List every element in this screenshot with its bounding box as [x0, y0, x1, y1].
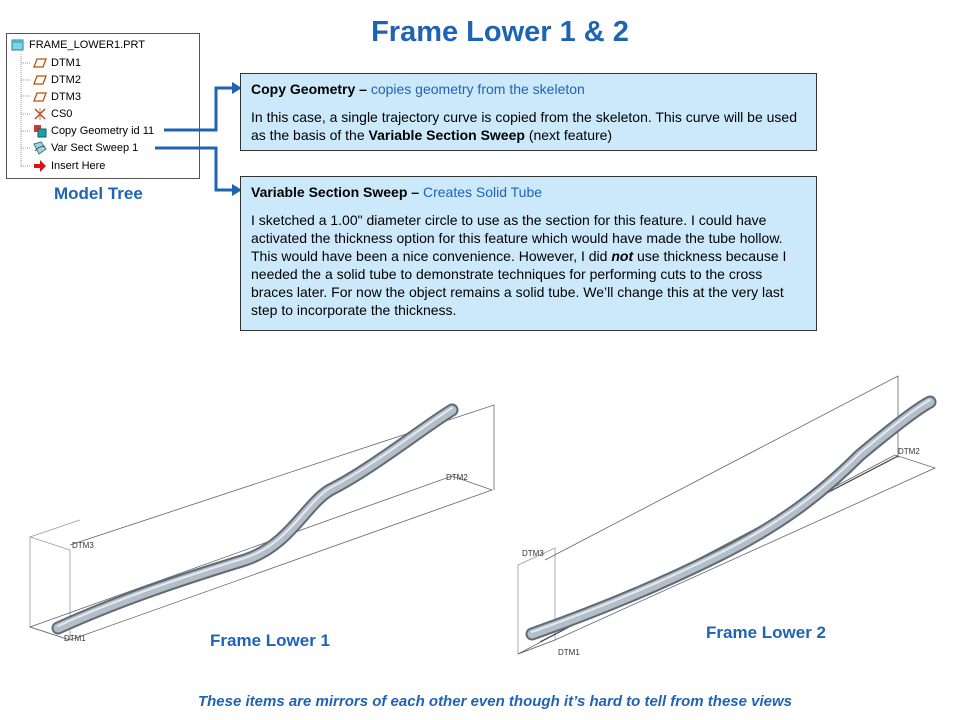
callout-heading-bold: Copy Geometry –: [251, 81, 367, 97]
coordinate-system-icon: [33, 107, 47, 121]
tree-item-label: Var Sect Sweep 1: [51, 142, 139, 154]
callout-heading-bold: Variable Section Sweep –: [251, 184, 420, 200]
callout-body-text: use thickness because I needed the a sol…: [251, 248, 787, 318]
tree-item-part[interactable]: FRAME_LOWER1.PRT: [11, 37, 145, 53]
tree-item-cs0[interactable]: CS0: [33, 106, 72, 122]
part-icon: [11, 38, 25, 52]
callout-body: In this case, a single trajectory curve …: [251, 108, 806, 144]
frame-lower-1-caption: Frame Lower 1: [210, 631, 330, 650]
frame-lower-1-view: DTM3 DTM2 DTM1: [28, 403, 495, 643]
datum-plane-icon: [33, 56, 47, 70]
datum-plane-icon: [33, 90, 47, 104]
callout-body-text: I sketched a 1.00" diameter circle to us…: [251, 212, 783, 264]
frame-lower-2-caption: Frame Lower 2: [706, 623, 826, 642]
tree-item-label: DTM1: [51, 57, 81, 69]
callout-heading-rest: Creates Solid Tube: [419, 184, 543, 200]
page-title: Frame Lower 1 & 2: [371, 16, 629, 48]
callout-body-text: In this case, a single trajectory curve …: [251, 109, 797, 143]
callout-heading: Copy Geometry – copies geometry from the…: [251, 80, 806, 98]
datum-label-dtm3: DTM3: [522, 549, 544, 558]
callout-heading: Variable Section Sweep – Creates Solid T…: [251, 183, 806, 201]
tree-item-copy-geometry[interactable]: Copy Geometry id 11: [33, 123, 154, 139]
datum-label-dtm1: DTM1: [64, 634, 86, 643]
tree-item-label: DTM3: [51, 91, 81, 103]
frame-lower-2-view: DTM3 DTM2 DTM1: [517, 375, 937, 657]
tree-connector-lines: [20, 54, 31, 167]
tree-item-insert-here[interactable]: Insert Here: [33, 158, 105, 174]
tree-item-label: FRAME_LOWER1.PRT: [29, 39, 145, 51]
callout-heading-rest: copies geometry from the skeleton: [366, 81, 585, 97]
tree-item-label: Copy Geometry id 11: [51, 125, 155, 137]
footer-note: These items are mirrors of each other ev…: [197, 693, 793, 710]
datum-label-dtm3: DTM3: [72, 541, 94, 550]
callout-body-text: (next feature): [524, 127, 613, 143]
copy-geometry-icon: [33, 124, 47, 138]
tree-item-var-sect-sweep[interactable]: Var Sect Sweep 1: [33, 140, 138, 156]
tree-item-label: DTM2: [51, 74, 81, 86]
tree-item-dtm2[interactable]: DTM2: [33, 72, 81, 88]
insert-arrow-icon: [33, 159, 47, 173]
callout-body: I sketched a 1.00" diameter circle to us…: [251, 211, 806, 319]
model-tree-caption: Model Tree: [54, 184, 143, 203]
datum-plane-icon: [33, 73, 47, 87]
callout-copy-geometry: Copy Geometry – copies geometry from the…: [240, 73, 817, 151]
datum-label-dtm2: DTM2: [898, 447, 920, 456]
callout-variable-section-sweep: Variable Section Sweep – Creates Solid T…: [240, 176, 817, 331]
tree-item-dtm3[interactable]: DTM3: [33, 89, 81, 105]
datum-label-dtm2: DTM2: [446, 473, 468, 482]
tree-item-label: CS0: [51, 108, 73, 120]
datum-label-dtm1: DTM1: [558, 648, 580, 657]
callout-body-emphasis: not: [611, 248, 634, 264]
sweep-icon: [33, 141, 47, 155]
tree-item-label: Insert Here: [51, 160, 106, 172]
model-tree[interactable]: FRAME_LOWER1.PRT DTM1 DTM2 DTM3 CS0 Copy…: [6, 33, 200, 179]
tree-item-dtm1[interactable]: DTM1: [33, 55, 81, 71]
callout-body-bold: Variable Section Sweep: [368, 127, 525, 143]
